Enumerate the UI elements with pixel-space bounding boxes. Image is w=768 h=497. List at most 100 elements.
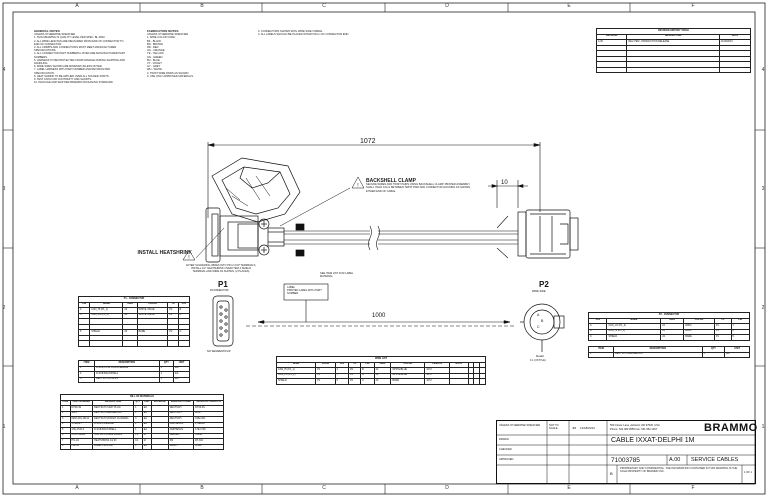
zone-row-2-right: 2 — [761, 305, 765, 311]
fabrication-note-line: BU - BLUE — [147, 58, 160, 62]
p2-item-cell: 1 — [701, 351, 726, 358]
p2-connector-name: P2 — [539, 280, 549, 289]
bom-cell: LBL-01 — [69, 443, 94, 450]
backshell-callout-title: BACKSHELL CLAMP — [366, 178, 416, 184]
zone-col-f-bottom: F — [691, 485, 695, 491]
p2-table-title: P2 - CONNECTOR — [588, 312, 750, 319]
fabrication-note-line: 3. USE ONLY APPROVED MATERIALS. — [147, 74, 194, 78]
p2-item-cell: 1 — [587, 351, 615, 358]
p2-item-cell: EA — [724, 351, 750, 358]
zone-col-e: E — [567, 3, 571, 9]
zone-row-3: 3 — [2, 186, 6, 192]
p2-cell: W/BU — [683, 328, 715, 335]
heatshrink-callout-text: AFTER SOLDERING WIRES INTO PIN 2 CUP TER… — [185, 264, 257, 274]
wire-cell: P2 — [348, 378, 362, 385]
p1-connector-subtitle: DCONNECTOR — [210, 289, 229, 292]
zone-col-a-bottom: A — [75, 485, 79, 491]
bom-cell: DEUTSCH — [167, 405, 195, 412]
wire-header: PIN — [334, 361, 350, 368]
bom-cell: AMPHENOL — [167, 421, 195, 428]
bom-cell: 17JE09H — [193, 421, 224, 428]
approved-label: APPROVED — [499, 458, 514, 461]
p1-item-cell: DEUTSCH DT06-3S — [94, 376, 160, 383]
bom-cell: EA — [141, 427, 153, 434]
general-notes: GENERAL NOTES UNLESS OTHERWISE SPECIFIED… — [34, 29, 129, 84]
zone-col-d: D — [445, 3, 449, 9]
title-block: UNLESS OTHERWISE SPECIFIED NOT TO SCALE … — [496, 420, 758, 484]
tolerance-title: UNLESS OTHERWISE SPECIFIED — [499, 424, 541, 427]
fabrication-note-line: BN - BROWN — [147, 42, 163, 46]
p1-connector-table: P1 - CONNECTOR PIN NAME AWG COLOR TO PIN… — [77, 296, 191, 347]
zone-col-f: F — [691, 3, 695, 9]
p1-item-cell: EA — [173, 365, 190, 372]
p2-cell: P1 — [713, 328, 732, 335]
p1-item-cell: D-SUB 9 PIN CONN FEMALE — [94, 365, 160, 372]
table-row: 5 SHIELD 22 BARE P2 C — [77, 329, 191, 336]
p2-item-header: DESCRIPTION — [613, 346, 703, 353]
bom-cell: FP-301 — [193, 438, 224, 445]
zone-col-b-bottom: B — [200, 485, 204, 491]
p2-connector-table: P2 - CONNECTOR PIN NAME AWG COLOR TO PIN… — [587, 312, 750, 341]
general-note-line: 6. WIRE SIZES SHOWN ARE MINIMUM UNLESS N… — [34, 65, 103, 69]
p1-connector-name: P1 — [218, 280, 228, 289]
zone-col-e-bottom: E — [567, 485, 571, 491]
wire-cell: WHITE/BLUE — [390, 367, 426, 374]
bom-cell: DEUTSCH — [167, 410, 195, 417]
table-row: CAN_HI (P1_1) P1 2 P2 B 22 WHITE/BLUE 10… — [275, 367, 486, 374]
general-note-line: 3. ALL CRIMPS AND CONNECTIONS MUST MEET … — [34, 46, 117, 53]
general-note-line: 5. HARNESS TO BE PROTECTED FROM DAMAGE D… — [34, 58, 125, 66]
bom-cell: 17E-1726 — [193, 427, 224, 434]
revision-table: REVISION HISTORY TABLE REVISION DESCRIPT… — [595, 28, 752, 73]
p2-header: COLOR — [683, 317, 715, 324]
table-row: C SHIELD 22 BARE P1 5 — [587, 334, 750, 341]
fabrication-note-line: 2. TWIST WIRE PAIRS AS SHOWN. — [147, 71, 190, 75]
p1-connector-note: NO SEGMENT/FLIP — [207, 350, 231, 353]
bom-cell: B-342 — [193, 443, 224, 450]
bom-cell: W3S — [193, 410, 224, 417]
bom-cell: 3M — [167, 438, 195, 445]
bom-cell: D-SUB BACKSHELL — [92, 427, 135, 434]
company-logo: BRAMMO — [704, 422, 758, 434]
p2-cell: 7 — [730, 323, 750, 330]
heatshrink-callout: INSTALL HEATSHRINK — [96, 251, 192, 256]
zone-col-d-bottom: D — [445, 485, 449, 491]
p1-cell: A — [177, 312, 191, 319]
center-note-text: SEE ITEM LIST FOR LABEL MATERIAL — [320, 272, 354, 279]
wire-cell: SHIELD — [275, 378, 317, 385]
revision-code: A.00 — [669, 457, 681, 463]
wire-cell: WHITE/BLUE — [390, 372, 426, 379]
p1-item-table: ITEM DESCRIPTION QTY UNIT 1 D-SUB 9 PIN … — [77, 360, 190, 383]
p1-item-cell: EA — [173, 371, 190, 378]
drawing-category: SERVICE CABLES — [691, 457, 739, 463]
svg-text:!: ! — [357, 183, 358, 189]
bom-cell: 0462-201 — [193, 416, 224, 423]
p1-cell: B — [177, 307, 191, 314]
p1-cell: 22 — [122, 307, 138, 314]
p2-header: AWG — [660, 317, 685, 324]
bom-cell: DEUTSCH SOCKET 16-20AWG — [92, 416, 135, 423]
proprietary-text: PROPRIETARY AND CONFIDENTIAL. THE INFORM… — [620, 467, 738, 474]
fabrication-note-line: VT - VIOLET — [147, 62, 162, 66]
drawing-title: CABLE IXXAT-DELPHI 1M — [611, 437, 695, 444]
p1-item-header: ITEM — [77, 360, 96, 367]
wire-cell: 22 — [373, 378, 392, 385]
bom-cell: 1 — [133, 443, 143, 450]
connector-note-line: 3. CONNECTORS SHOWN WITH WIRE SIDE VISIB… — [258, 30, 323, 33]
general-note-line: 7. LABEL HARNESS WITH PART NUMBER AND RE… — [34, 68, 111, 75]
p2-connector-subtitle: WIRE SIDE — [532, 290, 546, 293]
checked-label: CHECKED — [499, 448, 512, 451]
bom-cell: D-SUB 9 FEMALE — [92, 421, 135, 428]
company-contact: Phone: 541.482.9555 Fax: 541.552.1307 — [610, 428, 658, 431]
bom-cell: M — [141, 432, 153, 439]
wire-header: LENGTH — [424, 361, 451, 368]
p2-cell: 2 — [730, 328, 750, 335]
wire-cell: 1072 — [424, 378, 451, 385]
bom-cell: 3105A — [193, 432, 224, 439]
p2-pin-c: C — [537, 325, 540, 329]
